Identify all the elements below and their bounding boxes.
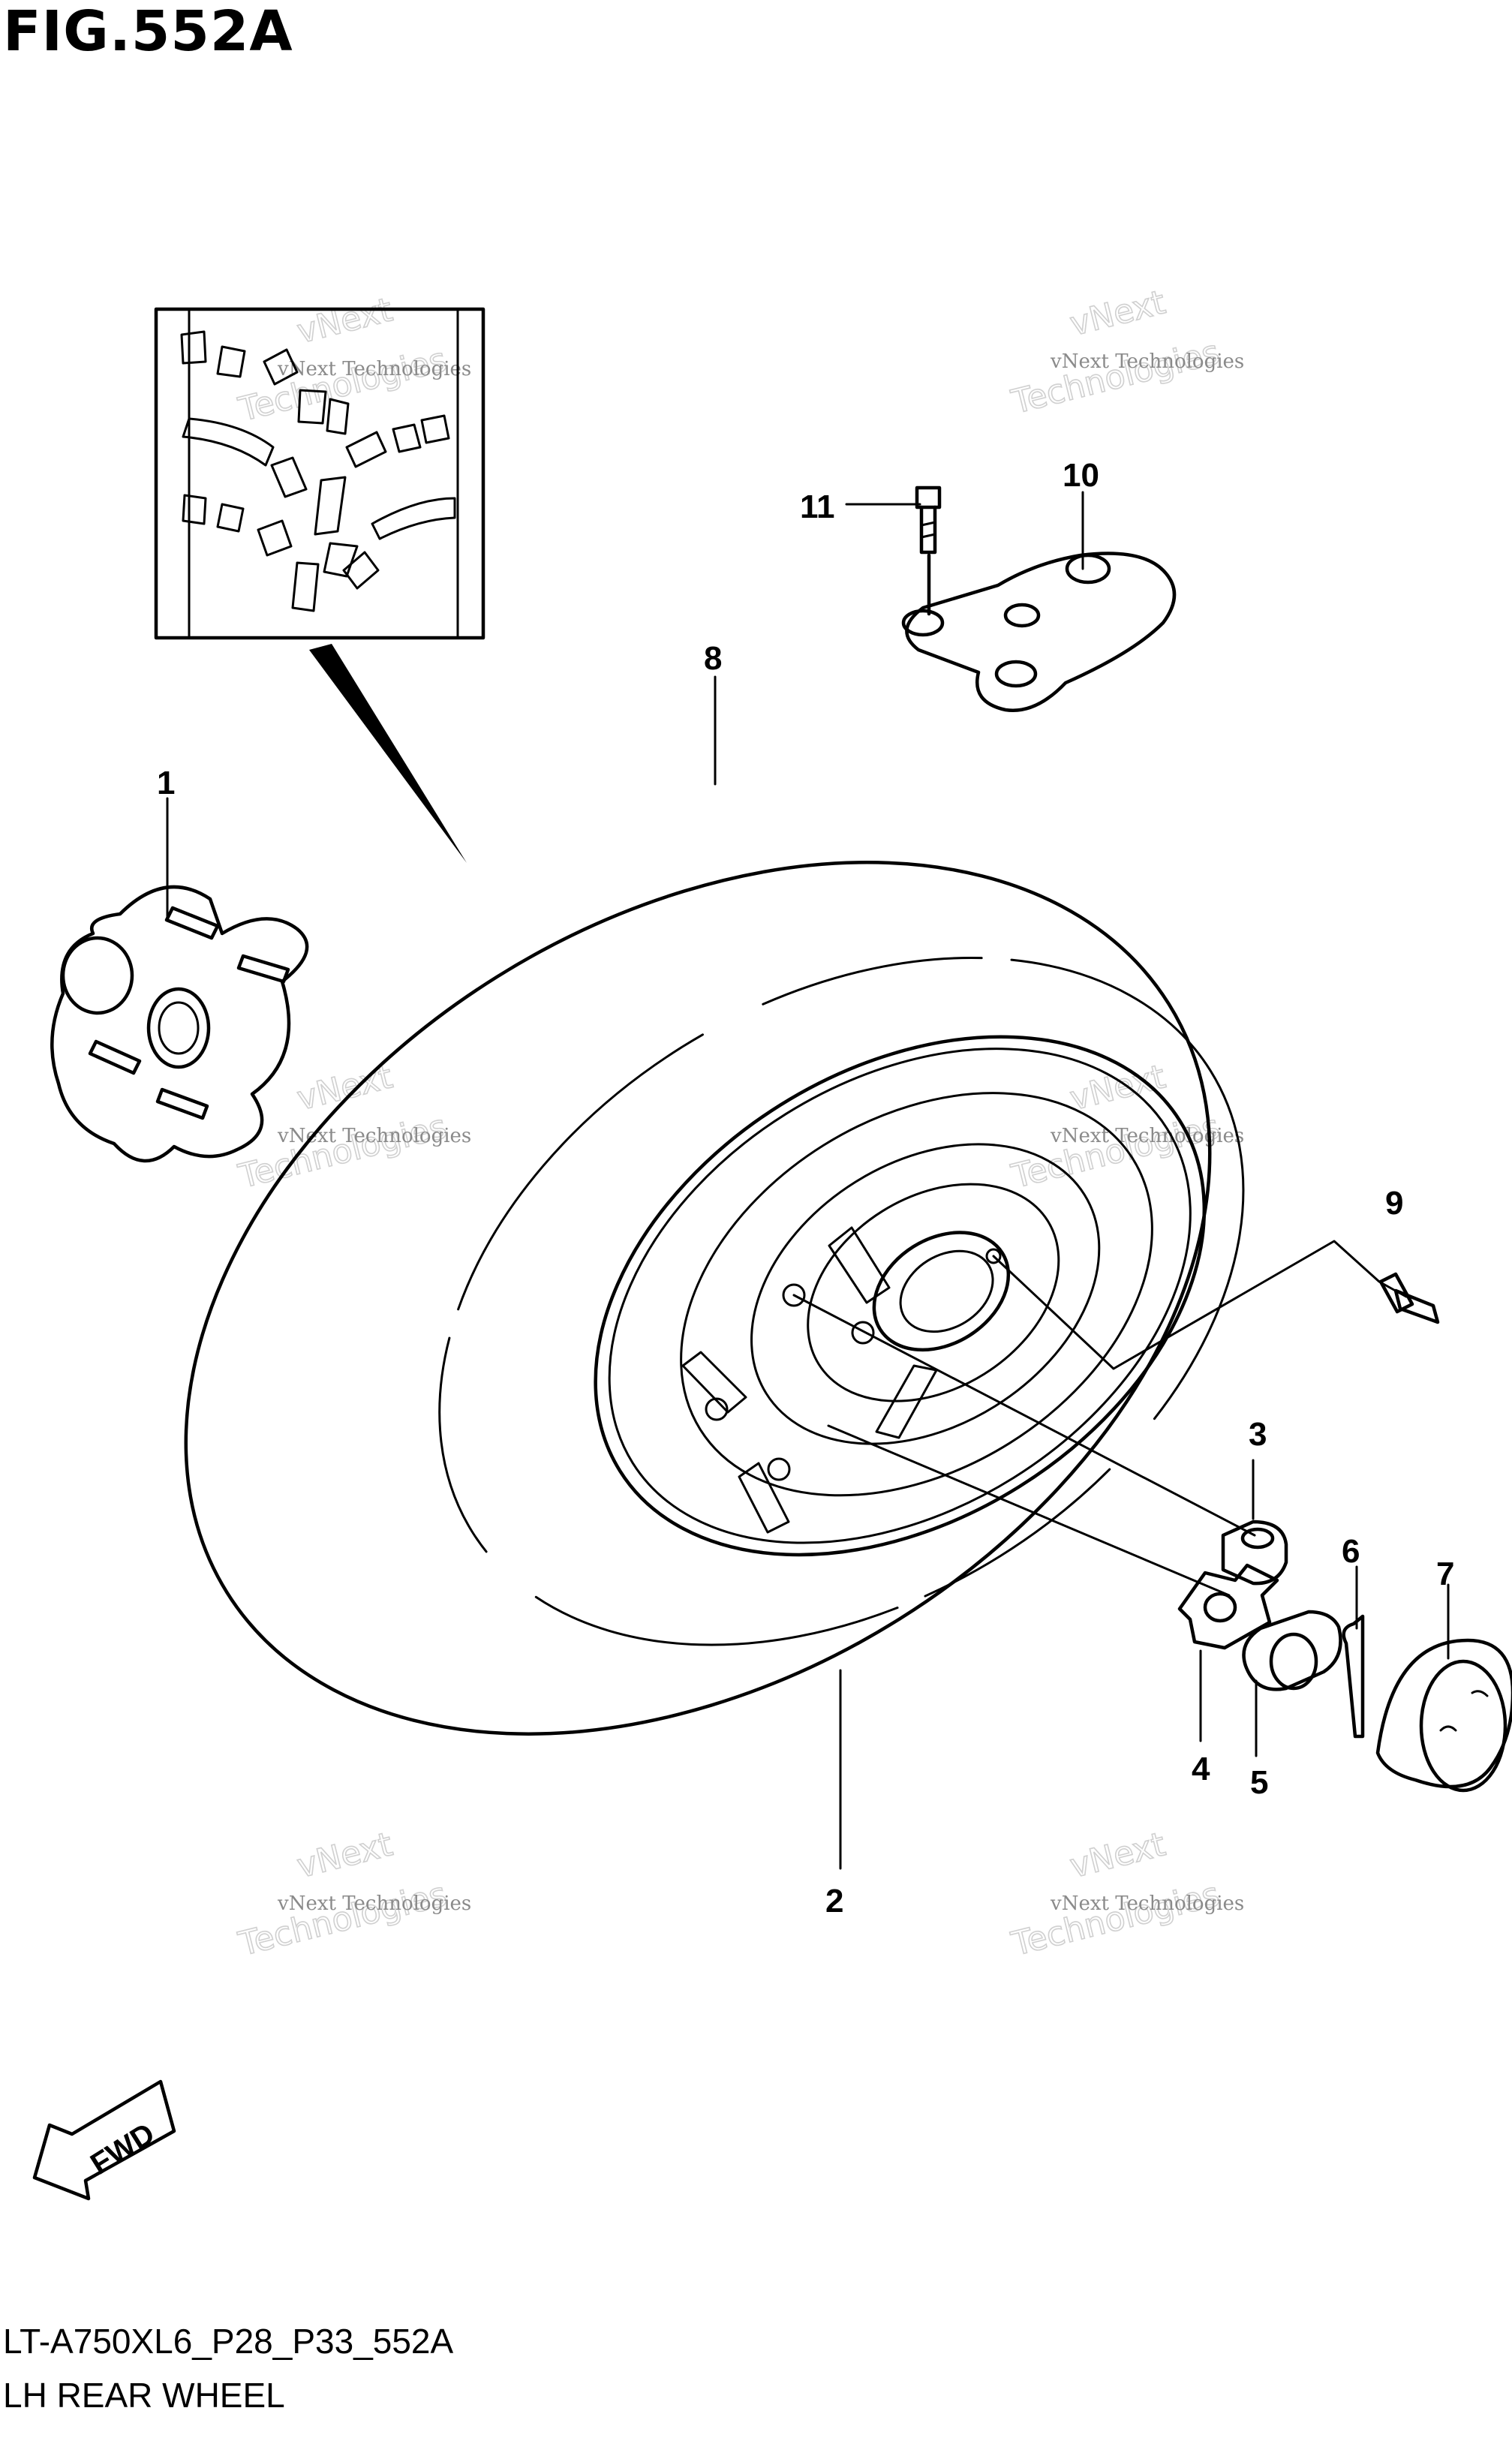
callout-5: 5	[1250, 1764, 1268, 1801]
tread-detail-inset	[154, 307, 485, 863]
watermark-text: vNext Technologies	[1050, 1892, 1244, 1915]
callout-11: 11	[800, 488, 835, 525]
figure-title: FIG.552A	[3, 0, 293, 64]
callout-numbers: 1 2 3 4 5 6 7 8 9 10 11	[157, 457, 1454, 1919]
tread-blocks	[180, 330, 456, 612]
rim-spokes	[681, 1226, 938, 1534]
watermark-text: vNext Technologies	[277, 1125, 471, 1147]
watermark-bottom-right: vNext Technologies vNext Technologies	[1007, 1825, 1244, 1964]
model-code: LT-A750XL6_P28_P33_552A	[3, 2322, 454, 2361]
watermark-top-right: vNext Technologies vNext Technologies	[1007, 283, 1244, 422]
watermark-technologies: Technologies	[235, 1875, 451, 1964]
watermark-technologies: Technologies	[1008, 333, 1224, 422]
rim-lug-holes	[705, 1248, 1002, 1481]
leader-lines	[166, 491, 1450, 1870]
callout-2: 2	[825, 1883, 843, 1919]
wheel-assembly	[184, 861, 1245, 1736]
callout-3: 3	[1249, 1416, 1267, 1453]
watermark-technologies: Technologies	[1008, 1108, 1224, 1196]
part-6-cotter-pin	[1342, 1614, 1365, 1739]
watermark-bottom-left: vNext Technologies vNext Technologies	[234, 1825, 471, 1964]
inset-pointer	[309, 644, 467, 863]
fwd-direction-arrow: FWD	[32, 2079, 176, 2201]
part-11-bolt	[915, 485, 942, 616]
watermark-vnext: vNext	[1066, 283, 1169, 344]
tire-outline	[184, 861, 1212, 1736]
watermark-text: vNext Technologies	[277, 358, 471, 380]
part-5-castle-nut	[1242, 1610, 1342, 1691]
callout-9: 9	[1385, 1185, 1403, 1222]
part-9-valve	[1378, 1272, 1440, 1324]
watermark-mid-left: vNext Technologies vNext Technologies	[234, 1057, 471, 1197]
watermark-technologies: Technologies	[1008, 1875, 1224, 1964]
watermark-text: vNext Technologies	[277, 1892, 471, 1915]
watermark-vnext: vNext	[293, 290, 396, 351]
part-4-washer	[1177, 1563, 1279, 1650]
callout-8: 8	[704, 640, 722, 677]
part-3-nut	[1221, 1520, 1288, 1586]
rim-hub-bore	[872, 1231, 1011, 1352]
watermark-text: vNext Technologies	[1050, 1125, 1244, 1147]
callout-10: 10	[1063, 457, 1099, 494]
part-7-cap	[1375, 1638, 1512, 1793]
figure-caption: LH REAR WHEEL	[3, 2376, 285, 2415]
callout-4: 4	[1192, 1751, 1210, 1787]
callout-7: 7	[1436, 1556, 1454, 1592]
callout-6: 6	[1342, 1533, 1360, 1570]
callout-1: 1	[157, 765, 175, 801]
part-10-plate	[901, 552, 1177, 712]
watermark-technologies: Technologies	[235, 1108, 451, 1196]
watermark-technologies: Technologies	[235, 341, 451, 429]
watermark-text: vNext Technologies	[1050, 350, 1244, 373]
part-1-wheel-hub	[50, 885, 309, 1163]
rim-outer	[594, 1035, 1207, 1557]
watermark-vnext: vNext	[1066, 1825, 1169, 1886]
watermark-vnext: vNext	[293, 1825, 396, 1886]
